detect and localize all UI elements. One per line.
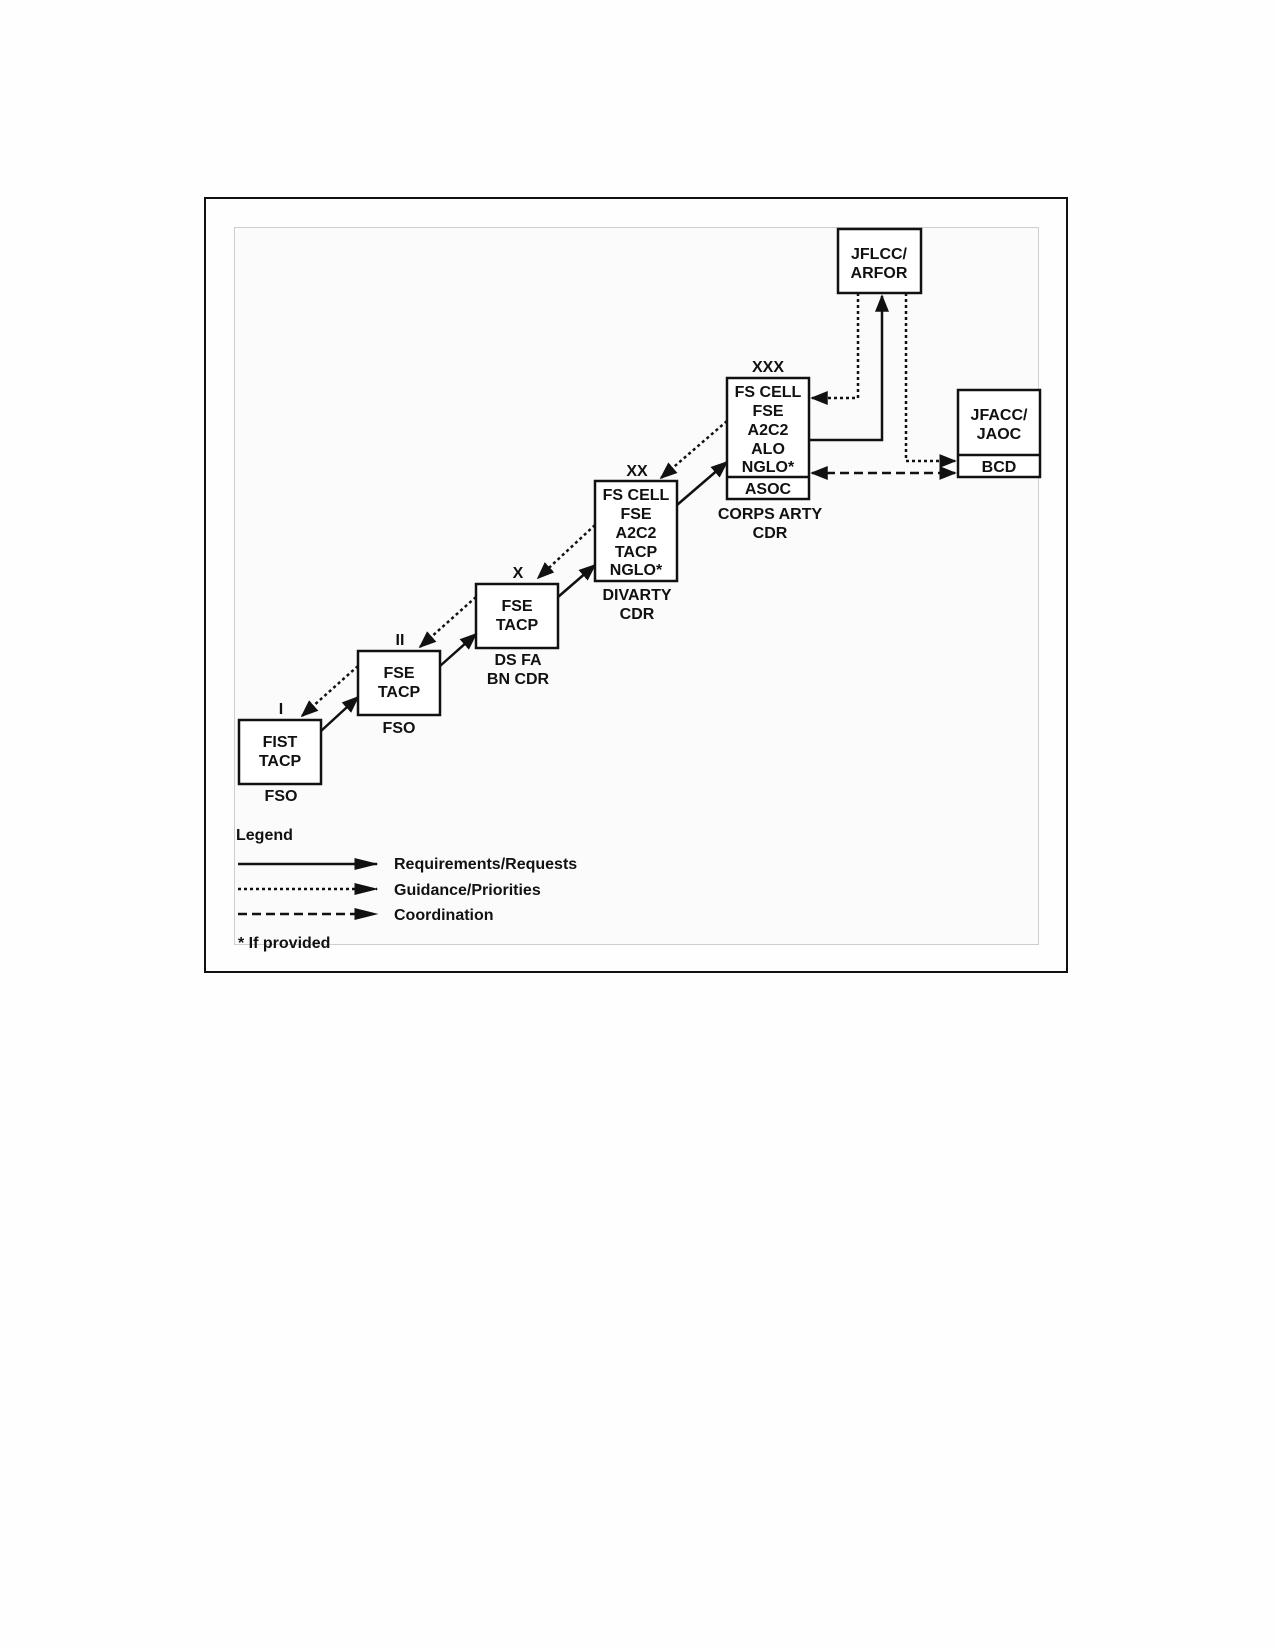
legend-guidance-label: Guidance/Priorities [394,882,541,899]
brigade-caption-2: BN CDR [487,671,550,688]
asoc-label: ASOC [745,481,792,498]
company-fist-box: FIST TACP [237,718,323,786]
battalion-line-2: TACP [378,684,421,701]
battalion-fse-box: FSE TACP [356,649,442,717]
division-caption-2: CDR [620,606,655,623]
jfacc-jaoc-box: JFACC/ JAOC BCD [956,388,1042,479]
request-arrow-division-to-corps [676,460,729,506]
request-arrow-brigade-to-division [557,563,597,598]
guidance-arrow-jflcc-to-bcd [904,293,957,468]
company-line-2: TACP [259,753,302,770]
guidance-arrow-jflcc-to-corps [810,293,860,405]
jflcc-label: JFLCC/ [851,246,908,263]
brigade-caption-1: DS FA [494,652,542,669]
diagram-panel [234,227,1039,945]
corps-fs-cell-box: FS CELL FSE A2C2 ALO NGLO* ASOC [725,376,811,501]
arfor-label: ARFOR [851,265,908,282]
brigade-line-2: TACP [496,617,539,634]
legend-requirements-label: Requirements/Requests [394,856,577,873]
request-arrow-corps-to-jflcc [809,294,889,442]
jaoc-label: JAOC [977,426,1022,443]
brigade-fse-box: FSE TACP [474,582,560,650]
corps-echelon-symbol: XXX [752,359,784,376]
division-caption-1: DIVARTY [602,587,671,604]
battalion-echelon-symbol: II [396,632,405,649]
division-fs-cell-box: FS CELL FSE A2C2 TACP NGLO* [593,479,679,583]
division-line-5: NGLO* [610,562,663,579]
company-caption: FSO [265,788,298,805]
company-echelon-symbol: I [279,701,283,718]
division-echelon-symbol: XX [626,463,648,480]
battalion-caption: FSO [383,720,416,737]
guidance-arrow-brigade-to-battalion [418,596,477,649]
division-line-4: TACP [615,544,658,561]
division-line-1: FS CELL [603,487,670,504]
corps-line-3: A2C2 [748,422,789,439]
request-arrow-company-to-battalion [320,695,360,732]
corps-line-5: NGLO* [742,459,795,476]
corps-line-2: FSE [752,403,783,420]
corps-caption-1: CORPS ARTY [718,506,823,523]
legend: Legend Requirements/Requests Guidance/Pr… [236,827,577,952]
brigade-echelon-symbol: X [513,565,524,582]
guidance-arrow-division-to-brigade [536,524,596,580]
division-line-3: A2C2 [616,525,657,542]
brigade-line-1: FSE [501,598,532,615]
battalion-line-1: FSE [383,665,414,682]
corps-caption-2: CDR [753,525,788,542]
guidance-arrow-corps-to-division [659,420,728,480]
legend-footnote: * If provided [238,935,330,952]
legend-title: Legend [236,827,293,844]
company-line-1: FIST [263,734,298,751]
request-arrow-battalion-to-brigade [439,632,478,667]
legend-coordination-label: Coordination [394,907,494,924]
jflcc-arfor-box: JFLCC/ ARFOR [836,227,923,295]
corps-line-4: ALO [751,441,785,458]
guidance-arrow-battalion-to-company [300,665,359,718]
division-line-2: FSE [620,506,651,523]
jfacc-label: JFACC/ [971,407,1028,424]
corps-line-1: FS CELL [735,384,802,401]
bcd-label: BCD [982,459,1017,476]
